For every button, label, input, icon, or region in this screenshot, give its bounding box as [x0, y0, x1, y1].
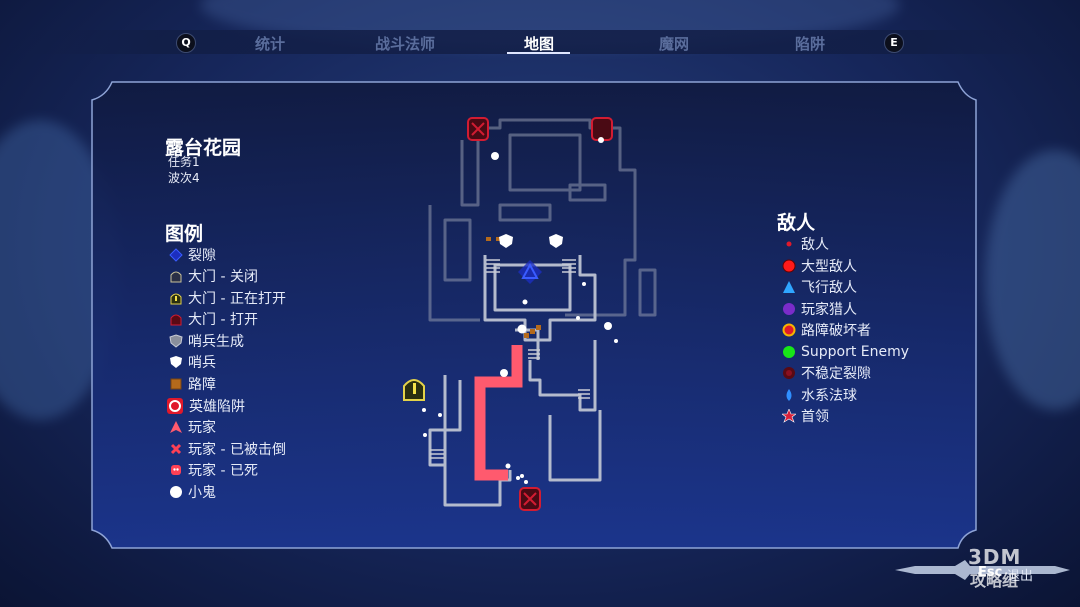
boss-icon	[782, 408, 796, 423]
legend-item-gate-closed: 大门 - 关闭	[169, 265, 258, 286]
exit-control[interactable]: Esc 退出	[895, 540, 1075, 600]
enemy-item-barricade-breaker: 路障破坏者	[782, 319, 871, 340]
sentry-marker	[549, 234, 563, 248]
enemy-item-large: 大型敌人	[782, 255, 857, 276]
water-orb-icon	[782, 388, 796, 402]
enemy-item-player-hunter: 玩家猎人	[782, 298, 857, 319]
gate-opening-marker	[403, 379, 425, 401]
legend-item-player-downed: 玩家 - 已被击倒	[169, 438, 286, 459]
tab-weave[interactable]: 魔网	[658, 35, 690, 53]
legend-item-sentry: 哨兵	[169, 351, 216, 372]
hero-trap-icon	[166, 397, 184, 415]
legend-item-rift: 裂隙	[169, 244, 216, 265]
player-path	[474, 345, 523, 481]
esc-key[interactable]: Esc	[978, 565, 1003, 580]
gate-opening-icon	[169, 291, 183, 305]
wave-label: 波次4	[168, 171, 200, 185]
mission-label: 任务1	[168, 155, 200, 169]
player-dead-icon	[169, 463, 183, 477]
tab-stats[interactable]: 统计	[254, 35, 286, 53]
legend-item-sentry-spawn: 哨兵生成	[169, 330, 244, 351]
legend-heading: 图例	[165, 223, 204, 245]
tab-battlemage[interactable]: 战斗法师	[374, 35, 436, 53]
enemy-item-unstable-rift: 不稳定裂隙	[782, 362, 871, 383]
legend-item-player: 玩家	[169, 416, 216, 437]
sword-icon	[895, 560, 1070, 580]
legend-item-player-dead: 玩家 - 已死	[169, 459, 258, 480]
minion-markers	[422, 137, 618, 484]
watermark-text: 攻略组	[970, 571, 1019, 590]
watermark-logo: 3DM	[968, 545, 1022, 569]
large-enemy-icon	[782, 259, 796, 273]
enemies-heading: 敌人	[777, 212, 816, 234]
gate-open-marker	[519, 487, 541, 511]
enemy-dot-icon	[782, 237, 796, 251]
flying-enemy-icon	[782, 280, 796, 294]
sentry-icon	[169, 355, 183, 369]
sentry-marker	[499, 234, 513, 248]
active-tab-indicator	[507, 52, 570, 54]
gate-closed-icon	[169, 269, 183, 283]
map-walls-faded	[428, 118, 657, 322]
unstable-rift-icon	[782, 366, 796, 380]
player-icon	[169, 420, 183, 434]
gate-open-marker	[467, 117, 489, 141]
tab-map[interactable]: 地图	[523, 35, 555, 53]
rift-icon	[169, 247, 183, 262]
next-tab-key[interactable]: E	[884, 33, 904, 53]
player-hunter-icon	[782, 302, 796, 316]
level-map	[403, 117, 657, 511]
support-enemy-icon	[782, 345, 796, 359]
rift-marker	[518, 260, 542, 284]
enemy-item-flying: 飞行敌人	[782, 276, 857, 297]
legend-item-minion: 小鬼	[169, 481, 216, 502]
map-stairs	[430, 259, 590, 459]
legend-item-gate-opening: 大门 - 正在打开	[169, 287, 286, 308]
enemy-item-water-orb: 水系法球	[782, 384, 857, 405]
prev-tab-key[interactable]: Q	[176, 33, 196, 53]
barricade-markers	[486, 237, 541, 338]
legend-item-barricade: 路障	[169, 373, 216, 394]
exit-label: 退出	[1007, 569, 1034, 584]
enemy-item-boss: 首领	[782, 405, 829, 426]
gate-open-icon	[169, 312, 183, 326]
map-title: 露台花园	[165, 137, 242, 159]
enemy-item-support: Support Enemy	[782, 341, 909, 362]
barricade-icon	[169, 377, 183, 391]
gate-open-marker	[591, 117, 613, 141]
tab-traps[interactable]: 陷阱	[794, 35, 826, 53]
legend-item-hero-trap: 英雄陷阱	[166, 395, 245, 416]
map-walls	[428, 255, 602, 507]
legend-item-gate-open: 大门 - 打开	[169, 308, 258, 329]
sentry-spawn-icon	[169, 333, 183, 348]
enemy-item-enemy: 敌人	[782, 233, 829, 254]
player-downed-icon	[169, 442, 183, 456]
barricade-breaker-icon	[782, 323, 796, 337]
minion-icon	[169, 485, 183, 499]
